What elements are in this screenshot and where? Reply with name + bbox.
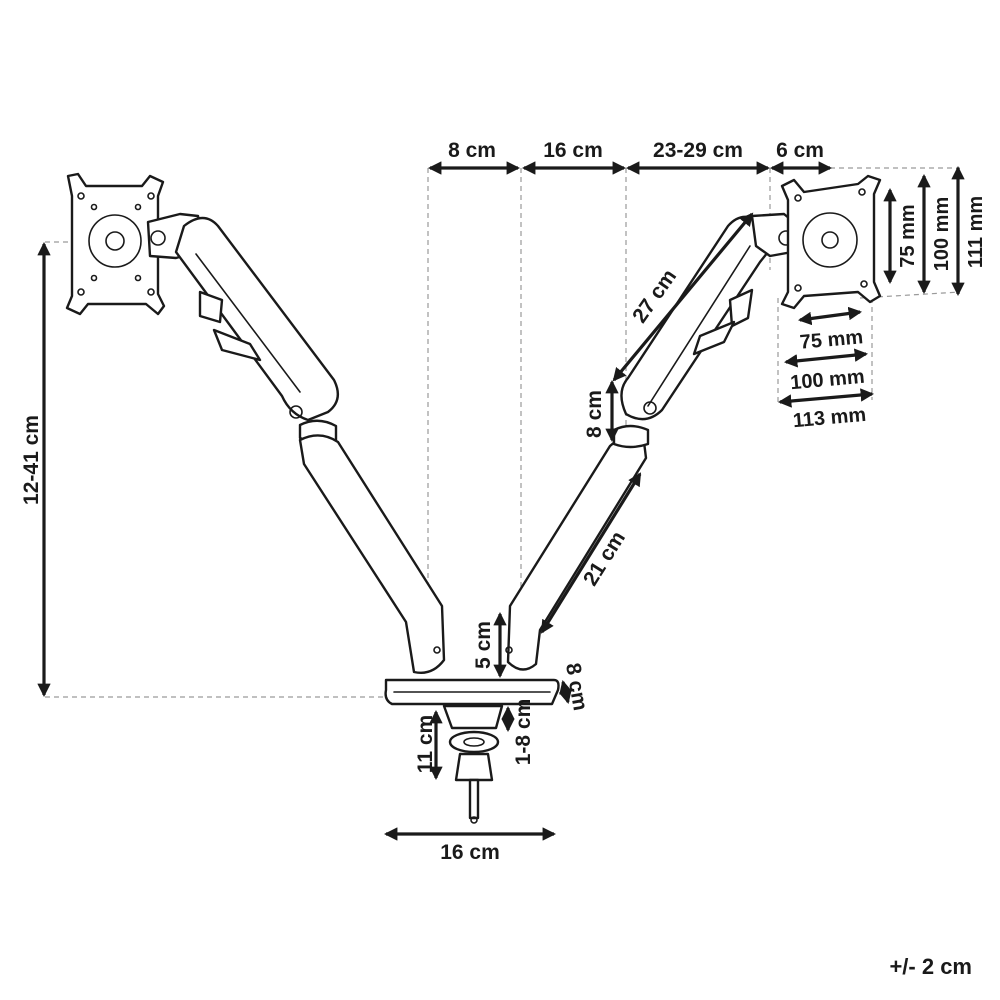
left-arm <box>146 212 446 674</box>
label-clamp-range: 1-8 cm <box>512 699 535 766</box>
right-vesa-plate <box>780 174 882 310</box>
label-top-offset-base: 8 cm <box>448 139 496 162</box>
tolerance-note: +/- 2 cm <box>889 954 972 979</box>
label-height-range: 12-41 cm <box>20 415 43 505</box>
label-joint-height: 8 cm <box>583 390 606 438</box>
label-base-thickness: 8 cm <box>561 661 592 712</box>
label-plate-width: 113 mm <box>792 404 867 432</box>
label-top-plate-offset: 6 cm <box>776 139 824 162</box>
label-vesa-v-large: 100 mm <box>931 197 953 272</box>
label-vesa-v-small: 75 mm <box>897 204 919 267</box>
label-vesa-h-small: 75 mm <box>799 326 864 353</box>
label-base-width: 16 cm <box>440 841 500 864</box>
label-plate-height: 111 mm <box>965 196 987 268</box>
label-clamp-height: 11 cm <box>414 715 437 773</box>
dimension-labels: 8 cm 16 cm 23-29 cm 6 cm 12-41 cm 27 cm … <box>20 139 987 864</box>
label-vesa-h-large: 100 mm <box>789 366 865 394</box>
desk-base-and-clamp <box>384 678 560 824</box>
dimension-arrows <box>37 161 965 841</box>
label-top-base-width: 16 cm <box>543 139 603 162</box>
left-vesa-plate <box>65 172 166 316</box>
label-post-height: 5 cm <box>472 621 495 669</box>
label-top-arm-reach: 23-29 cm <box>653 139 743 162</box>
